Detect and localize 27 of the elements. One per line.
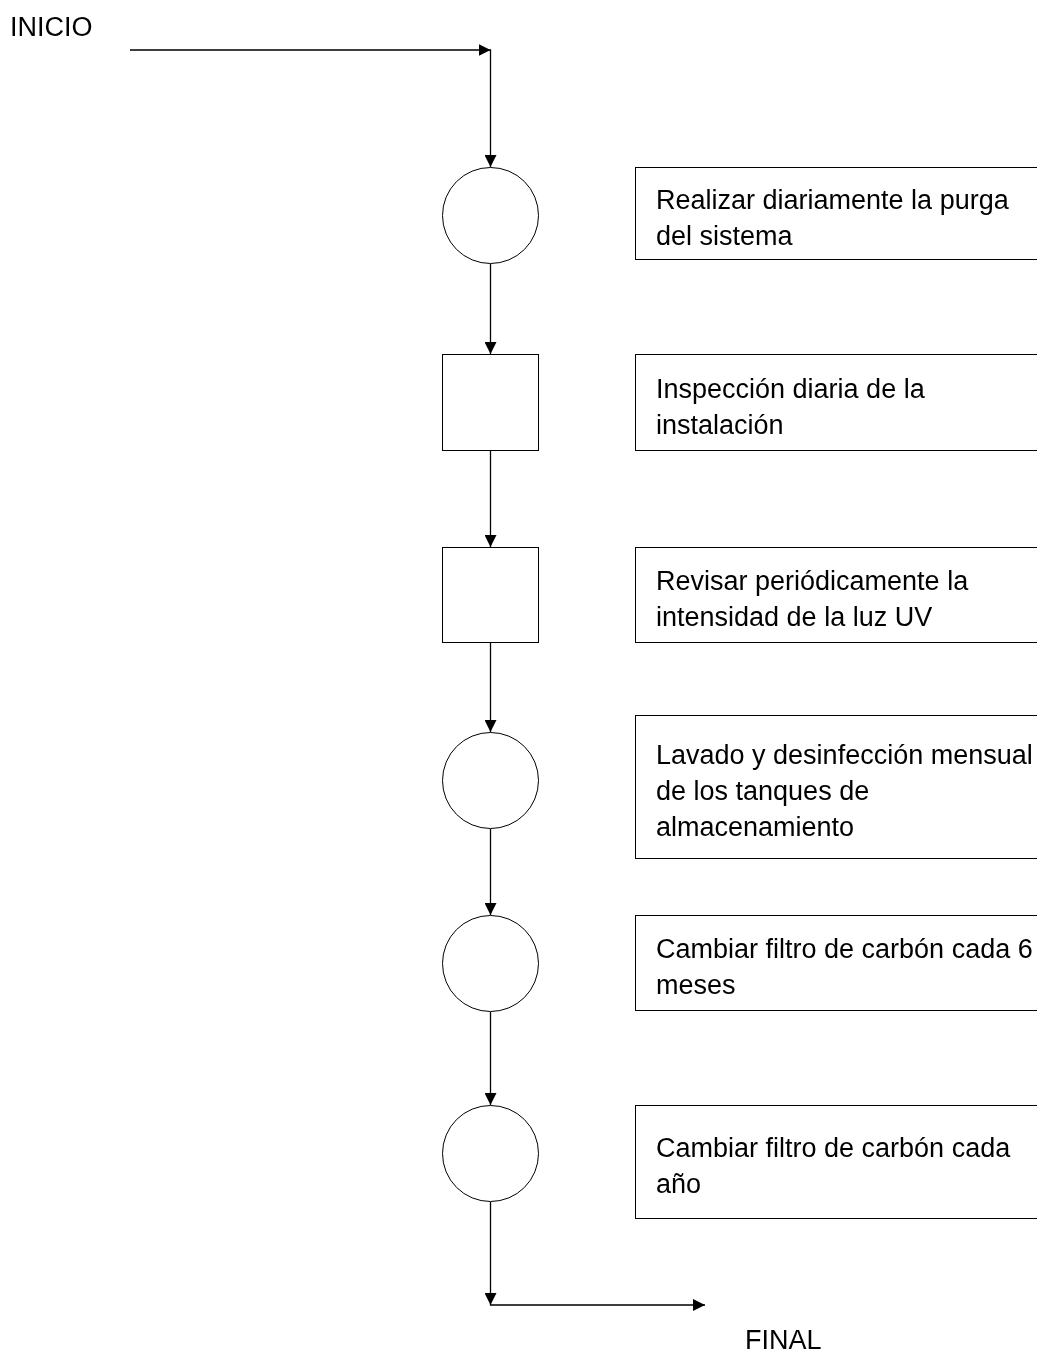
flow-arrow (484, 450, 497, 548)
description-text: Lavado y desinfección mensual de los tanques de almacenamiento (656, 739, 1034, 844)
description-box (635, 715, 1037, 859)
description-text: Cambiar filtro de carbón cada año (656, 1132, 1012, 1201)
operation-circle (442, 167, 539, 264)
operation-circle (442, 732, 539, 829)
inspection-square (442, 547, 539, 643)
flow-arrow (484, 263, 497, 355)
flow-arrow (484, 642, 497, 733)
operation-circle (442, 915, 539, 1012)
operation-circle (442, 1105, 539, 1202)
description-box (635, 354, 1037, 451)
description-text: Cambiar filtro de carbón cada 6 meses (656, 933, 1034, 1002)
flow-arrow (484, 828, 497, 916)
description-box (635, 547, 1037, 643)
description-box (635, 915, 1037, 1011)
description-text: Inspección diaria de la instalación (656, 372, 926, 442)
inspection-square (442, 354, 539, 451)
description-box (635, 1105, 1037, 1219)
flow-arrow (484, 1011, 497, 1106)
description-text: Revisar periódicamente la intensidad de la luz UV (656, 565, 970, 634)
description-text: Realizar diariamente la purga del sistema (656, 183, 1010, 253)
terminal-label: INICIO (8, 12, 130, 50)
terminal-label: FINAL (705, 1305, 835, 1355)
flow-arrow (129, 44, 497, 168)
flow-arrow (485, 1201, 706, 1311)
description-box (635, 167, 1037, 260)
